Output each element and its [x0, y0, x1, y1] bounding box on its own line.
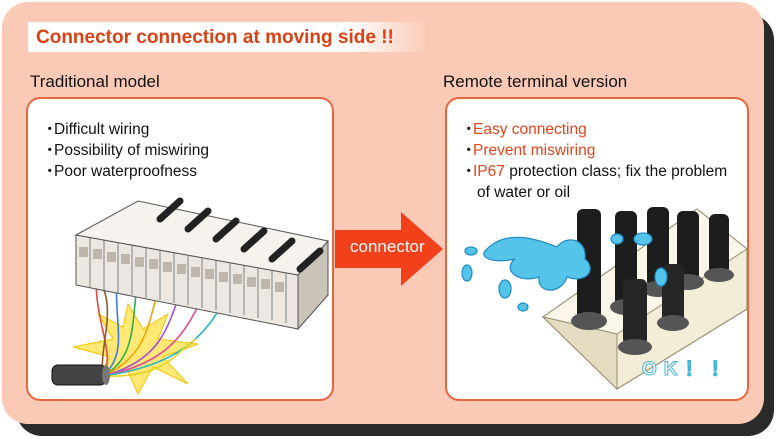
remote-terminal-label: Remote terminal version: [443, 72, 628, 91]
point-easy-connecting: ・Easy connecting: [461, 121, 587, 138]
remote-points-list: ・Easy connecting ・Prevent miswiring ・IP6…: [461, 119, 727, 203]
traditional-model-label: Traditional model: [30, 72, 160, 91]
ok-label: OK！！: [642, 359, 737, 381]
point-ip67: ・IP67 protection class; fix the problem: [461, 163, 728, 180]
remote-terminal-illustration: [461, 207, 747, 391]
connector-arrow: [335, 212, 443, 286]
terminal-block: [74, 200, 329, 331]
wire-pins: [156, 197, 324, 273]
point-ip67-line2: of water or oil: [477, 184, 571, 201]
traditional-model-panel: ・Difficult wiring ・Possibility of miswir…: [26, 97, 334, 401]
remote-terminal-panel: ・Easy connecting ・Prevent miswiring ・IP6…: [445, 97, 749, 401]
point-miswiring: ・Possibility of miswiring: [42, 142, 210, 159]
title-bar: Connector connection at moving side !!: [28, 22, 428, 52]
point-waterproofness: ・Poor waterproofness: [42, 163, 198, 180]
diagram-canvas: Connector connection at moving side !! T…: [2, 2, 764, 424]
point-difficult-wiring: ・Difficult wiring: [42, 121, 150, 138]
main-cable: [51, 364, 110, 386]
traditional-points-list: ・Difficult wiring ・Possibility of miswir…: [42, 119, 209, 182]
point-prevent-miswiring: ・Prevent miswiring: [461, 142, 596, 159]
connector-arrow-label: connector: [350, 237, 425, 256]
terminal-block-illustration: [51, 197, 329, 396]
diagram-title: Connector connection at moving side !!: [36, 27, 394, 48]
m12-connectors: [571, 207, 734, 355]
water-splash: [461, 232, 668, 312]
